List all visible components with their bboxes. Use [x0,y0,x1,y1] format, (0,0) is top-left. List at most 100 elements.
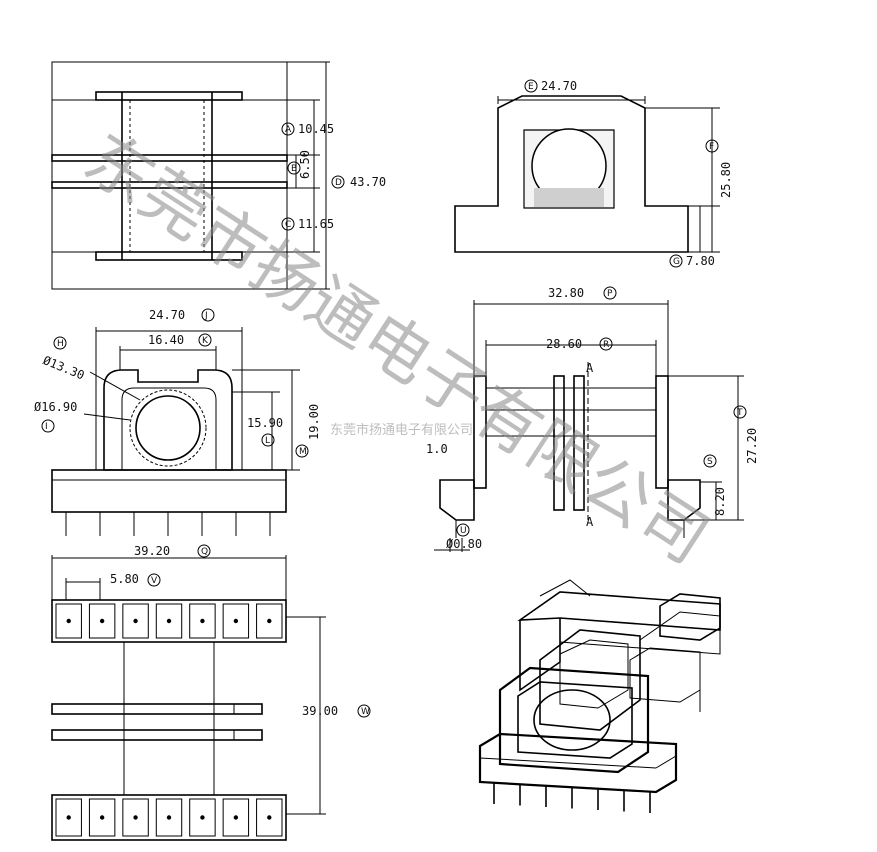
watermark: 东莞市扬通电子有限公司 东莞市扬通电子有限公司 [71,119,722,579]
watermark-main: 东莞市扬通电子有限公司 [71,119,722,579]
svg-text:A: A [285,125,292,135]
svg-text:10.45: 10.45 [298,122,334,136]
section-view [434,300,744,552]
front-view [454,95,720,253]
pin-cell [189,603,216,639]
svg-text:15.90: 15.90 [247,416,283,430]
pin-cell [55,603,82,639]
svg-text:6.50: 6.50 [298,150,312,179]
dim-M: M 19.00 [295,404,321,458]
isometric-view [478,579,721,813]
pin-row-top [55,603,283,639]
pin-hole [233,618,239,624]
pin-hole [267,618,272,624]
svg-text:M: M [299,447,307,457]
svg-text:D: D [335,178,342,188]
svg-text:11.65: 11.65 [298,217,334,231]
dim-39-00: 39.00 W [302,704,371,718]
dim-T: T 27.20 [733,405,759,464]
pin-hole [66,618,71,624]
svg-text:C: C [285,220,291,230]
dim-G: G 7.80 [669,254,715,268]
pin-cell [222,603,250,639]
dim-39-20: 39.20 Q [134,544,211,558]
svg-text:Ø0.80: Ø0.80 [446,537,482,551]
pin-hole [200,815,205,820]
dim-S: 1.0 [426,442,448,456]
dim-K: 16.40 K [148,333,212,347]
dim-L: 15.90 L [247,416,283,447]
pin-hole [66,815,71,820]
dim-D: D 43.70 [331,175,386,189]
bottom-view [51,555,326,841]
dim-H: H Ø13.30 [41,336,86,382]
pin-cell [189,798,216,837]
dim-8-20: S 8.20 [703,454,727,516]
top-view [51,61,330,290]
dim-I: Ø16.90 I [34,400,77,433]
pin-cell [88,798,116,837]
side-view [51,327,300,536]
svg-text:Ø16.90: Ø16.90 [34,400,77,414]
svg-text:W: W [361,707,370,717]
svg-text:39.20: 39.20 [134,544,170,558]
svg-text:5.80: 5.80 [110,572,139,586]
pin-cell [256,798,283,837]
pin-hole [233,815,239,820]
dim-J: 24.70 J [149,308,215,322]
pin-hole [99,618,105,624]
svg-text:24.70: 24.70 [149,308,185,322]
svg-text:F: F [709,142,714,152]
svg-text:R: R [603,340,609,350]
dim-5-80: 5.80 V [110,572,161,587]
pin-hole [166,815,172,820]
svg-text:19.00: 19.00 [307,404,321,440]
dim-E-top: E 24.70 [524,79,577,93]
dim-U: U Ø0.80 [446,523,482,551]
dim-C: C 11.65 [281,217,334,231]
svg-text:A: A [586,361,594,375]
svg-text:H: H [57,339,64,349]
watermark-small: 东莞市扬通电子有限公司 [330,422,473,438]
pin-cell [256,603,283,639]
dim-B: B 6.50 [287,150,312,179]
svg-text:39.00: 39.00 [302,704,338,718]
svg-text:J: J [204,311,208,321]
svg-text:43.70: 43.70 [350,175,386,189]
pin-hole [99,815,105,820]
svg-text:7.80: 7.80 [686,254,715,268]
svg-text:V: V [151,576,158,586]
pin-hole [133,815,138,820]
svg-text:8.20: 8.20 [713,487,727,516]
svg-text:K: K [202,336,209,346]
svg-text:I: I [45,422,48,432]
svg-text:B: B [291,164,297,174]
pin-hole [133,618,138,624]
section-mark-top: A [586,361,594,375]
pin-cell [222,798,250,837]
svg-text:S: S [707,457,713,467]
svg-text:25.80: 25.80 [719,162,733,198]
svg-text:32.80: 32.80 [548,286,584,300]
pin-cell [122,603,149,639]
iso-pins [493,782,651,813]
svg-text:Ø13.30: Ø13.30 [41,353,86,382]
svg-text:16.40: 16.40 [148,333,184,347]
svg-text:L: L [265,436,270,446]
svg-text:G: G [673,257,680,267]
svg-text:T: T [736,408,743,418]
pin-cell [155,603,183,639]
section-mark-bottom: A [586,515,594,529]
dim-R: 28.60 R [546,337,613,351]
svg-text:U: U [460,526,467,536]
pin-hole [267,815,272,820]
svg-text:Q: Q [201,547,208,557]
pin-cell [55,798,82,837]
pin-cell [88,603,116,639]
svg-text:P: P [607,289,613,299]
pin-cell [122,798,149,837]
dim-A: A 10.45 [281,122,334,136]
pin-hole [200,618,205,624]
svg-text:1.0: 1.0 [426,442,448,456]
